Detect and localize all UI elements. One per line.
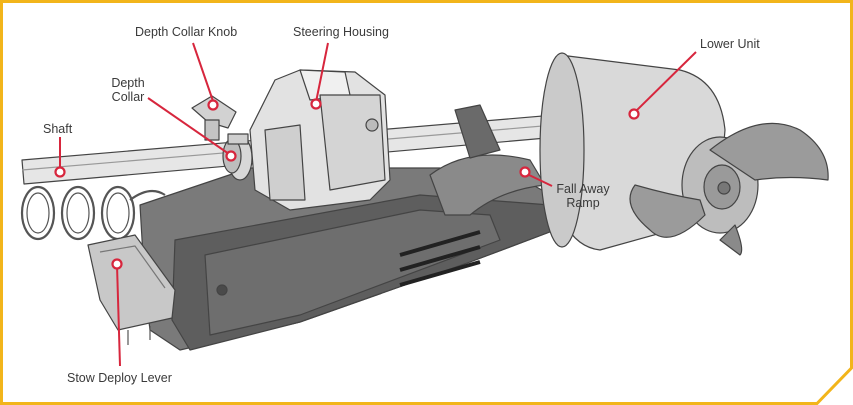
callout-dot-stow-deploy-lever xyxy=(111,258,123,270)
callout-dot-depth-collar xyxy=(225,150,237,162)
label-depth-collar-knob: Depth Collar Knob xyxy=(135,25,238,39)
label-lower-unit: Lower Unit xyxy=(700,37,760,51)
callout-line-lower-unit xyxy=(633,51,697,114)
callout-dot-shaft xyxy=(54,166,66,178)
label-depth-collar-line1: Depth xyxy=(111,76,145,90)
callout-dot-fall-away-ramp xyxy=(519,166,531,178)
callout-line-depth-collar-knob xyxy=(192,42,214,102)
callout-line-fall-away-ramp xyxy=(526,173,553,187)
label-fall-away-ramp-line2: Ramp xyxy=(566,196,600,210)
callout-dot-depth-collar-knob xyxy=(207,99,219,111)
callout-line-steering-housing xyxy=(315,42,329,103)
stow-deploy-lever-shape xyxy=(87,234,176,345)
label-stow-deploy-lever: Stow Deploy Lever xyxy=(67,371,172,385)
motor-illustration xyxy=(20,52,829,351)
label-shaft: Shaft xyxy=(43,122,73,136)
steering-housing-shape xyxy=(249,69,391,211)
callout-lines xyxy=(59,42,697,367)
label-depth-collar-line2: Collar xyxy=(111,90,145,104)
callout-dot-lower-unit xyxy=(628,108,640,120)
callout-line-depth-collar xyxy=(147,97,230,155)
label-fall-away-ramp-line1: Fall Away xyxy=(556,182,610,196)
callout-dot-steering-housing xyxy=(310,98,322,110)
label-fall-away-ramp: Fall Away Ramp xyxy=(550,182,616,210)
label-steering-housing: Steering Housing xyxy=(293,25,389,39)
callout-dots xyxy=(54,98,640,270)
label-depth-collar: Depth Collar xyxy=(106,76,150,104)
lower-unit-shape xyxy=(539,52,829,256)
callout-line-stow-deploy-lever xyxy=(116,264,121,367)
depth-collar-knob-shape xyxy=(191,95,237,141)
